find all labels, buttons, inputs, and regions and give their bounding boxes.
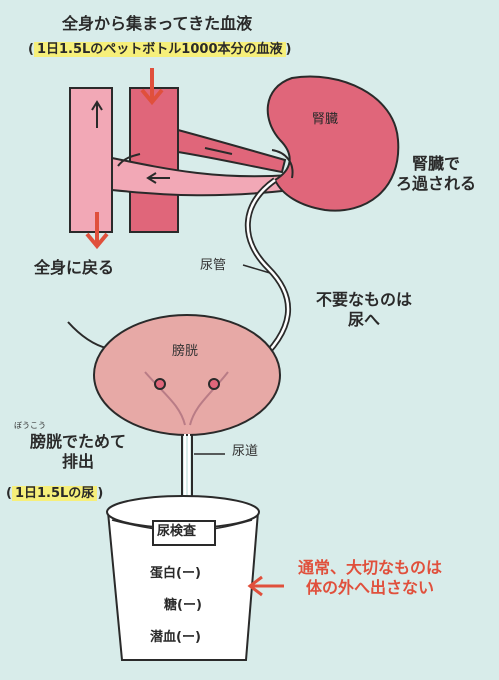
kidney bbox=[266, 75, 400, 212]
urine-volume-highlight: 1日1.5Lの尿 bbox=[11, 486, 98, 501]
test-label-box bbox=[152, 520, 216, 546]
bladder-label: 膀胱 bbox=[172, 344, 199, 359]
return-blood-arrow bbox=[85, 212, 109, 250]
blood-inflow-heading: 全身から集まってきた血液 bbox=[62, 14, 253, 33]
not-excreted-caption: 通常、大切なものは体の外へ出さない bbox=[298, 558, 442, 598]
test-label: 尿検査 bbox=[157, 524, 197, 539]
store-line-2: 排出 bbox=[61, 452, 94, 471]
bladder bbox=[93, 314, 281, 436]
return-to-body-label: 全身に戻る bbox=[34, 258, 115, 277]
waste-to-urine-caption: 不要なものは尿へ bbox=[316, 290, 412, 330]
protein-result: 蛋白(ー) bbox=[150, 566, 201, 581]
filter-line-2: ろ過される bbox=[396, 174, 477, 193]
normal-line-2: 体の外へ出さない bbox=[306, 578, 435, 597]
blood-volume-highlight: 1日1.5Lのペットボトル1000本分の血液 bbox=[33, 42, 286, 57]
bladder-reading: ぼうこう bbox=[14, 421, 46, 430]
filter-line-1: 腎臓で bbox=[412, 154, 461, 173]
waste-line-1: 不要なものは bbox=[316, 290, 413, 309]
incoming-blood-arrow bbox=[140, 68, 164, 106]
urethra-label: 尿道 bbox=[232, 444, 259, 459]
not-excreted-arrow bbox=[247, 575, 284, 597]
blood-result: 潜血(ー) bbox=[150, 630, 201, 645]
waste-line-2: 尿へ bbox=[348, 310, 381, 329]
bladder-store-caption: 膀胱でためて排出 bbox=[10, 432, 146, 472]
urine-volume-note: (1日1.5Lの尿) bbox=[6, 486, 104, 501]
aorta bbox=[129, 87, 179, 233]
store-line-1: 膀胱でためて bbox=[29, 432, 126, 451]
vena-cava bbox=[69, 87, 113, 233]
kidney-label: 腎臓 bbox=[312, 112, 339, 127]
kidney-filter-caption: 腎臓でろ過される bbox=[396, 154, 476, 194]
ureter-label: 尿管 bbox=[200, 258, 227, 273]
sugar-result: 糖(ー) bbox=[164, 598, 202, 613]
blood-volume-note: (1日1.5Lのペットボトル1000本分の血液) bbox=[28, 42, 292, 57]
normal-line-1: 通常、大切なものは bbox=[298, 558, 443, 577]
urethra bbox=[181, 434, 193, 505]
renal-artery bbox=[177, 128, 287, 174]
